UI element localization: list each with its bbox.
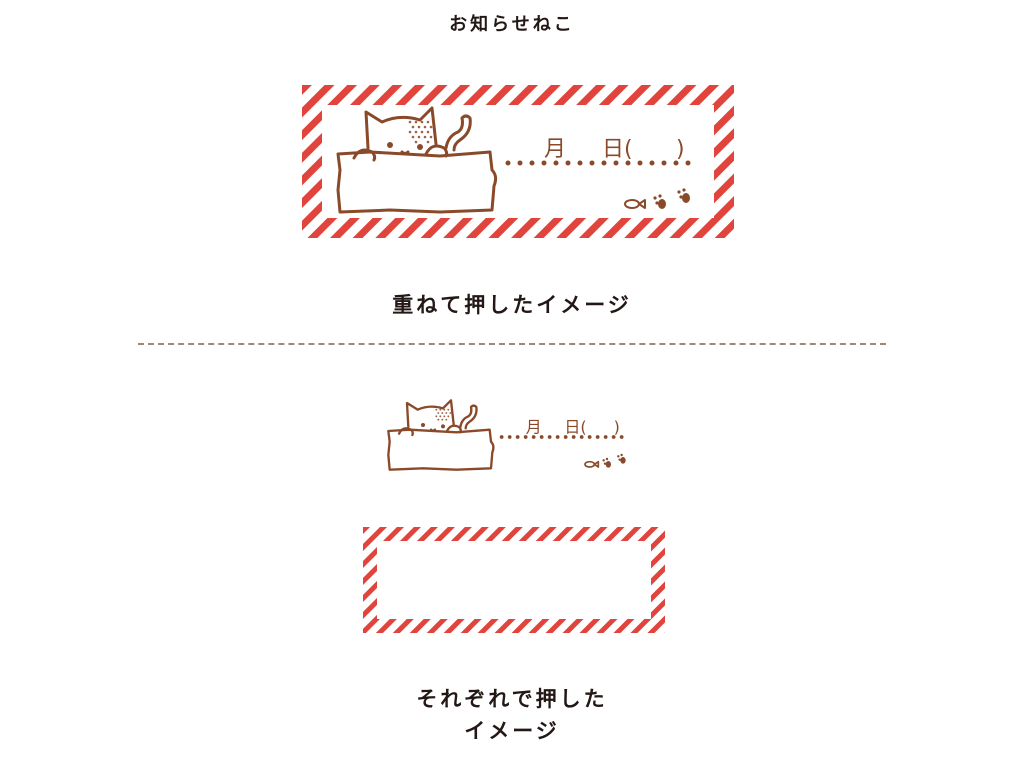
fish-icon	[624, 199, 646, 209]
day-label: 日(	[564, 417, 586, 436]
separate-caption-line2: イメージ	[464, 719, 560, 743]
dotted-line	[505, 160, 691, 166]
cat-notice-stamp: 月 日( )	[330, 100, 720, 225]
month-label: 月	[544, 137, 566, 162]
paw-print-icon	[653, 188, 690, 209]
day-label: 日(	[602, 137, 633, 162]
page-title: お知らせねこ	[449, 14, 575, 35]
paw-print-icon	[602, 453, 626, 468]
overlay-caption: 重ねて押したイメージ	[392, 293, 632, 317]
cat-icon	[352, 106, 472, 162]
cat-notice-stamp-single: 月 日( )	[383, 395, 643, 485]
close-paren: )	[614, 417, 620, 436]
striped-frame-stamp-single	[363, 527, 665, 633]
dashed-divider	[138, 343, 886, 345]
separate-caption-line1: それぞれで押した	[416, 687, 608, 711]
message-box-icon	[387, 428, 495, 471]
separate-caption: それぞれで押した イメージ	[0, 683, 1024, 747]
month-label: 月	[526, 417, 542, 436]
message-box-icon	[336, 150, 498, 214]
close-paren: )	[676, 137, 685, 162]
dotted-line	[499, 435, 624, 439]
fish-icon	[584, 460, 600, 468]
